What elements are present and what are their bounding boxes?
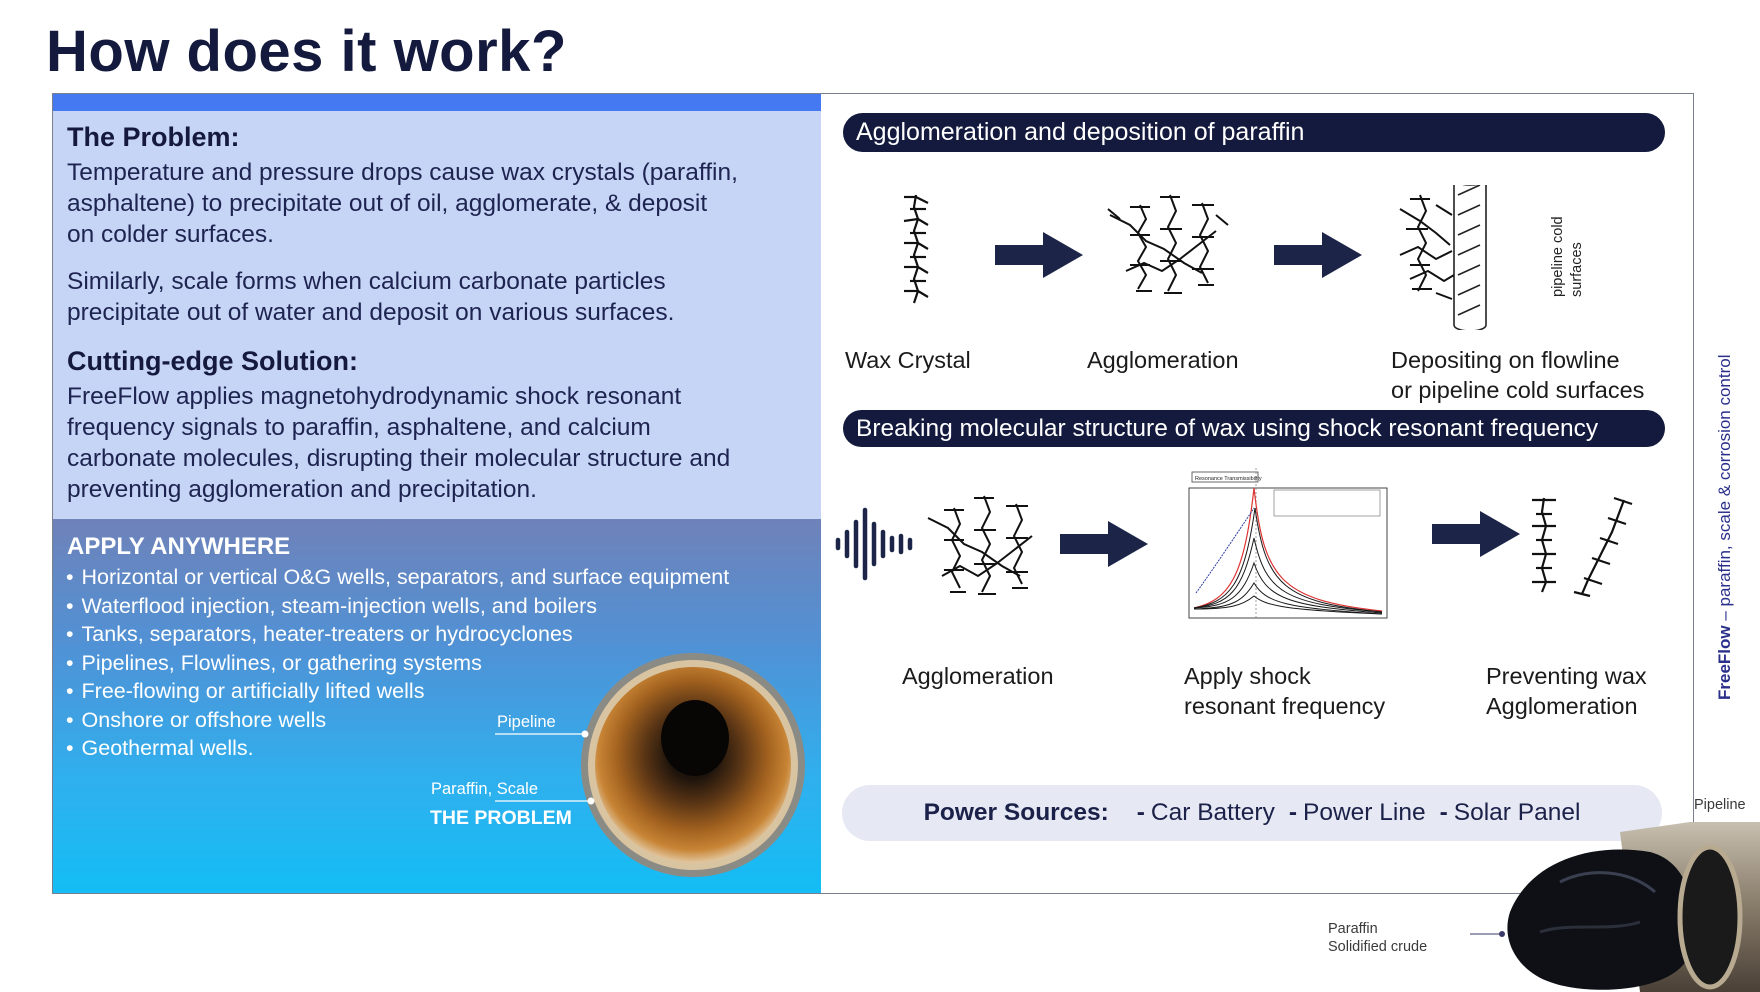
agglomeration-icon [927,495,1033,595]
solution-line: preventing agglomeration and precipitati… [67,476,537,503]
problem-paragraph-1: Temperature and pressure drops cause wax… [67,157,738,250]
pipe-cross-section-image [581,653,805,877]
arrow-right-icon [1060,521,1148,567]
caption-line: Agglomeration [1486,693,1638,719]
clogged-pipe-image [1470,822,1760,992]
photo-paraffin-label: Paraffin [1328,921,1378,937]
list-item: Tanks, separators, heater-treaters or hy… [66,620,729,649]
caption-line: resonant frequency [1184,693,1386,719]
the-problem-label: THE PROBLEM [430,807,572,829]
list-item: Geothermal wells. [66,734,729,763]
list-item: Waterflood injection, steam-injection we… [66,592,729,621]
apply-title: APPLY ANYWHERE [67,533,291,560]
diagram2-title: Breaking molecular structure of wax usin… [843,410,1665,447]
caption-preventing: Preventing wax Agglomeration [1486,661,1647,721]
pipeline-label: Pipeline [497,713,556,731]
list-item: Free-flowing or artificially lifted well… [66,677,729,706]
sound-wave-icon [835,507,913,581]
solution-paragraph: FreeFlow applies magnetohydrodynamic sho… [67,381,730,505]
power-sources-label: Power Sources: [923,799,1109,826]
list-item: Pipelines, Flowlines, or gathering syste… [66,649,729,678]
chart-box-title: Resonance Transmissibility [1195,476,1262,482]
side-tagline: FreeFlow – paraffin, scale & corrosion c… [1715,354,1734,700]
brand-name: FreeFlow [1715,625,1734,700]
apply-list: Horizontal or vertical O&G wells, separa… [66,563,730,763]
caption-line: Preventing wax [1486,663,1647,689]
caption-agglomeration: Agglomeration [1087,347,1239,373]
caption-depositing: Depositing on flowline or pipeline cold … [1391,345,1644,405]
list-item: Horizontal or vertical O&G wells, separa… [66,563,730,592]
problem-heading: The Problem: [67,122,240,152]
solution-line: frequency signals to paraffin, asphalten… [67,414,651,441]
solution-line: carbonate molecules, disrupting their mo… [67,445,731,472]
pipe-label-line1: pipeline cold [1550,216,1566,297]
photo-pipeline-label: Pipeline [1694,797,1746,813]
problem-paragraph-2: Similarly, scale forms when calcium carb… [67,266,674,328]
agglomeration-icon [1107,194,1229,294]
paraffin-scale-label: Paraffin, Scale [431,780,539,798]
wax-crystal-icon [903,194,929,304]
caption-wax-crystal: Wax Crystal [845,347,971,373]
caption-line: or pipeline cold surfaces [1391,377,1645,403]
wax-crystal-icon [1573,496,1633,598]
caption-line: Depositing on flowline [1391,347,1620,373]
problem-line: precipitate out of water and deposit on … [67,299,675,326]
photo-crude-label: Solidified crude [1328,939,1428,955]
wax-crystal-icon [1532,497,1556,593]
page-title: How does it work? [46,19,567,84]
caption-apply-shock: Apply shock resonant frequency [1184,661,1385,721]
problem-line: on colder surfaces. [67,221,274,248]
arrow-right-icon [1274,232,1362,278]
diagram1-graphic: pipeline cold surfaces [903,185,1585,330]
arrow-right-icon [995,232,1083,278]
label-leader-lines [495,730,595,805]
caption-line: Apply shock [1184,663,1311,689]
diagram2-graphic: Resonance Transmissibility [835,468,1633,619]
problem-line: asphaltene) to precipitate out of oil, a… [67,190,708,217]
caption-agglomeration-2: Agglomeration [902,663,1054,689]
pipe-label-line2: surfaces [1569,242,1585,297]
diagram1-title: Agglomeration and deposition of paraffin [843,113,1665,152]
content-frame [52,93,1694,894]
power-source-item: Solar Panel [1453,799,1581,826]
resonance-chart-image: Resonance Transmissibility [1188,468,1388,619]
accent-bar [53,94,821,111]
solution-heading: Cutting-edge Solution: [67,346,358,376]
tagline-text: – paraffin, scale & corrosion control [1715,354,1734,625]
power-sources-bar: Power Sources: -Car Battery -Power Line … [842,785,1662,841]
problem-line: Temperature and pressure drops cause wax… [67,159,738,186]
power-source-item: Car Battery [1150,799,1275,826]
svg-text:FreeFlow – paraffin, scale & c: FreeFlow – paraffin, scale & corrosion c… [1715,354,1734,700]
list-item: Onshore or offshore wells [66,706,729,735]
deposit-cluster-icon [1399,194,1455,300]
problem-line: Similarly, scale forms when calcium carb… [67,268,666,295]
power-source-item: Power Line [1303,799,1426,826]
problem-panel [53,94,821,519]
solution-line: FreeFlow applies magnetohydrodynamic sho… [67,383,682,410]
arrow-right-icon [1432,511,1520,557]
pipeline-icon [1453,185,1487,330]
